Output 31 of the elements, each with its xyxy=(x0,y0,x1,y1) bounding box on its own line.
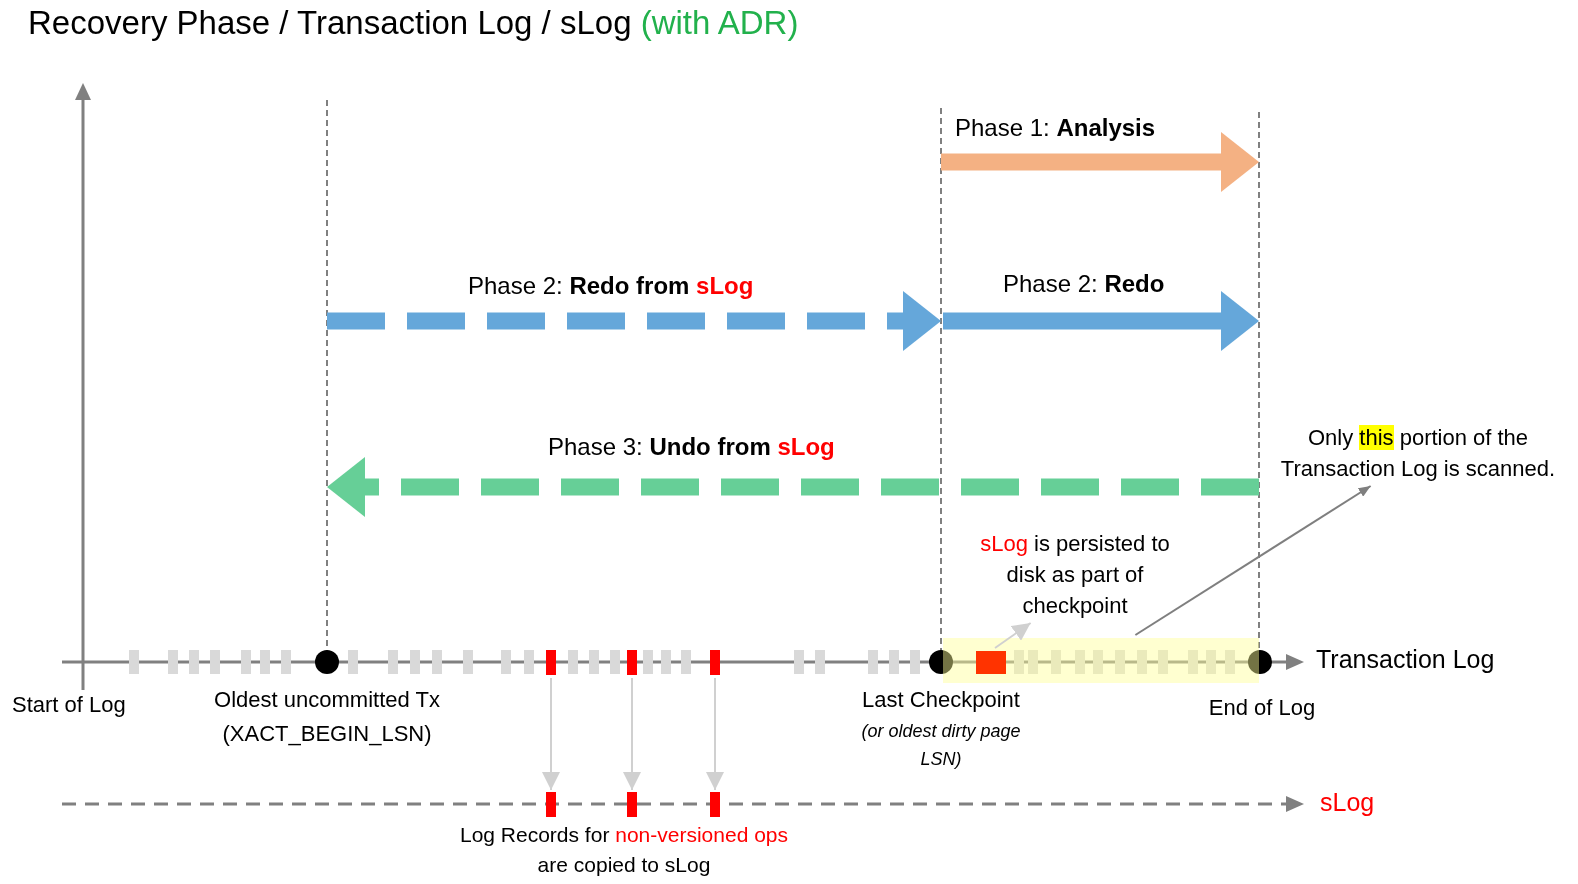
phase-label: Phase 2: Redo xyxy=(1003,270,1165,298)
checkpoint-record-marker xyxy=(976,651,1006,674)
log-record-marker xyxy=(627,650,637,675)
axis-label: sLog xyxy=(1320,788,1375,817)
timeline-dot xyxy=(315,650,339,674)
log-record-marker xyxy=(546,792,556,817)
log-record-marker xyxy=(710,650,720,675)
note-text: Log Records for non-versioned ops are copied to sLog xyxy=(458,822,789,878)
log-record-marker xyxy=(546,650,556,675)
copy-arrow xyxy=(706,677,724,791)
note-text: Only this portion of the Transaction Log is scanned. xyxy=(1268,422,1568,484)
point-label: End of Log xyxy=(1207,694,1317,722)
timeline-dot xyxy=(1248,650,1272,674)
axis-label: Start of Log xyxy=(12,692,126,718)
phase-label: Phase 2: Redo from sLog xyxy=(468,272,754,300)
highlight-region xyxy=(943,638,1259,683)
log-record-marker xyxy=(627,792,637,817)
copy-arrow xyxy=(542,677,560,791)
axis-label: Transaction Log xyxy=(1316,645,1495,674)
leader-arrow xyxy=(994,622,1032,649)
phase-label: Phase 3: Undo from sLog xyxy=(548,433,835,461)
point-label: Last Checkpoint xyxy=(861,686,1021,714)
note-text: sLog is persisted to disk as part of checkpoint xyxy=(965,528,1185,621)
timeline-dot xyxy=(929,650,953,674)
leader-arrow xyxy=(1134,485,1372,636)
copy-arrow xyxy=(623,677,641,791)
phase-label: Phase 1: Analysis xyxy=(955,114,1156,142)
log-record-marker xyxy=(710,792,720,817)
diagram-title: Recovery Phase / Transaction Log / sLog (with ADR) xyxy=(28,4,799,42)
point-label: Oldest uncommitted Tx (XACT_BEGIN_LSN) xyxy=(213,686,441,748)
caption-text: (or oldest dirty page LSN) xyxy=(860,720,1022,771)
